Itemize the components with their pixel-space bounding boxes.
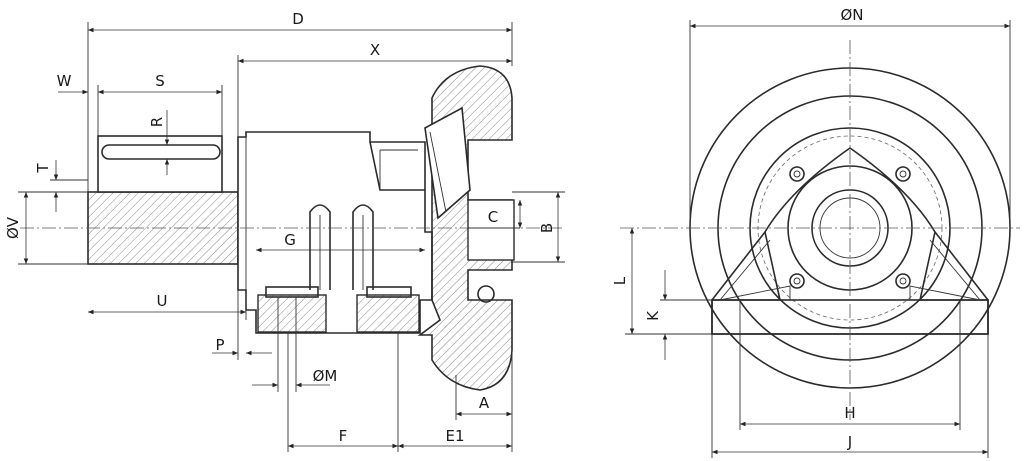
dim-B: B <box>538 223 556 233</box>
dim-T: T <box>34 163 52 174</box>
dim-R: R <box>148 117 166 127</box>
slot-right <box>352 204 374 290</box>
dim-N: ØN <box>840 6 863 24</box>
dim-X: X <box>370 41 380 59</box>
dim-J: J <box>847 433 852 451</box>
dim-G: G <box>284 231 296 249</box>
dim-E1: E1 <box>445 427 464 445</box>
dim-P: P <box>215 336 224 354</box>
bolt-holes <box>789 166 911 289</box>
dim-F: F <box>339 427 348 445</box>
ball <box>477 285 495 303</box>
dim-W: W <box>57 72 72 90</box>
front-view: ØN L K H J <box>611 6 1020 458</box>
dim-U: U <box>157 292 168 310</box>
wedge <box>424 106 471 220</box>
dim-D: D <box>292 10 304 28</box>
slot-left <box>309 204 331 290</box>
dim-C: C <box>488 208 498 226</box>
side-view: D X W S R T ØV G U <box>4 10 565 452</box>
dim-H: H <box>844 404 855 422</box>
key-slot <box>101 144 221 160</box>
dim-A: A <box>479 394 490 412</box>
dim-S: S <box>155 72 165 90</box>
pad-left <box>257 294 327 333</box>
pad-right <box>356 294 420 333</box>
dim-M: ØM <box>313 367 338 385</box>
dim-L: L <box>611 276 629 285</box>
dim-V: ØV <box>4 216 22 239</box>
base <box>711 147 989 335</box>
dim-K: K <box>644 310 662 321</box>
